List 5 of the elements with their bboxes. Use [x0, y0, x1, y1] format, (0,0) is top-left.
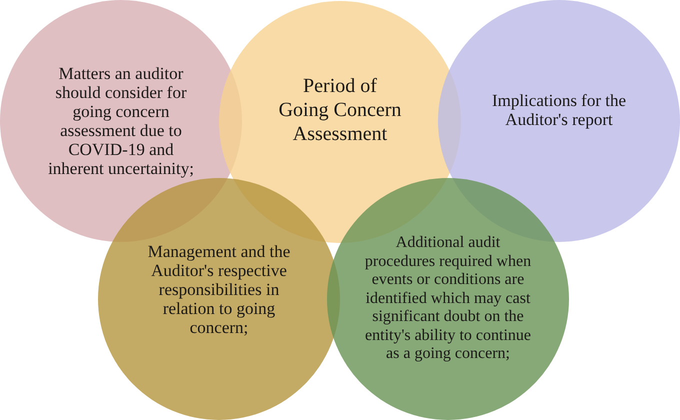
topic-text: Additional audit procedures required when events or conditions are identified which may cast significant doubt on the entity's ability to continue as a going concern;	[364, 234, 532, 364]
center-heading: Period of Going Concern Assessment	[278, 74, 402, 146]
topic-text: Implications for the Auditor's report	[490, 91, 628, 129]
topic-text: Management and the Auditor's respective responsibilities in relation to going concern;	[146, 242, 292, 336]
topic-text: Matters an auditor should consider for going concern assessment due to COVID-19 and inherent uncertainity;	[47, 64, 195, 178]
